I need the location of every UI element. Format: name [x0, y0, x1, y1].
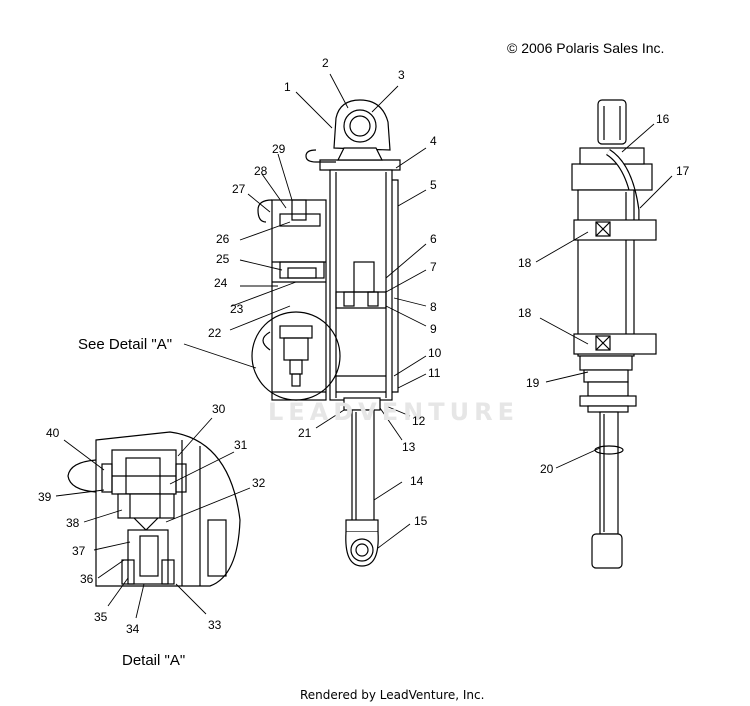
callout-31: 31: [234, 438, 248, 452]
callout-15: 15: [414, 514, 428, 528]
callout-13: 13: [402, 440, 416, 454]
see-detail-label: See Detail "A": [78, 336, 173, 353]
callout-9: 9: [430, 322, 437, 336]
detail-a-caption: Detail "A": [122, 652, 186, 669]
callout-18-bottom: 18: [518, 306, 532, 320]
callout-12: 12: [412, 414, 426, 428]
callout-24: 24: [214, 276, 228, 290]
main-shock-drawing: [251, 99, 401, 567]
callout-10: 10: [428, 346, 442, 360]
callout-18-top: 18: [518, 256, 532, 270]
callout-33: 33: [208, 618, 222, 632]
callout-34: 34: [126, 622, 140, 636]
callout-35: 35: [94, 610, 108, 624]
callout-27: 27: [232, 182, 246, 196]
callout-8: 8: [430, 300, 437, 314]
callout-32: 32: [252, 476, 266, 490]
callout-20: 20: [540, 462, 554, 476]
callout-21: 21: [298, 426, 312, 440]
watermark: LEADVENTURE: [268, 398, 519, 426]
callout-36: 36: [80, 572, 94, 586]
callout-5: 5: [430, 178, 437, 192]
leader-lines: [55, 73, 673, 619]
right-shock-drawing: [571, 99, 657, 569]
callout-37: 37: [72, 544, 86, 558]
callout-16: 16: [656, 112, 670, 126]
callout-6: 6: [430, 232, 437, 246]
callout-4: 4: [430, 134, 437, 148]
callout-1: 1: [284, 80, 291, 94]
callout-19: 19: [526, 376, 540, 390]
callout-30: 30: [212, 402, 226, 416]
callout-7: 7: [430, 260, 437, 274]
callout-17: 17: [676, 164, 690, 178]
callout-11: 11: [428, 366, 441, 380]
rendered-by-text: Rendered by LeadVenture, Inc.: [300, 688, 485, 702]
callout-29: 29: [272, 142, 286, 156]
callout-40: 40: [46, 426, 60, 440]
callout-25: 25: [216, 252, 230, 266]
callout-26: 26: [216, 232, 230, 246]
callout-22: 22: [208, 326, 222, 340]
detail-a-drawing: [67, 431, 241, 587]
callout-23: 23: [230, 302, 244, 316]
callout-2: 2: [322, 56, 329, 70]
callout-39: 39: [38, 490, 52, 504]
callout-38: 38: [66, 516, 80, 530]
callout-28: 28: [254, 164, 268, 178]
copyright-text: © 2006 Polaris Sales Inc.: [507, 40, 665, 56]
callout-3: 3: [398, 68, 405, 82]
callout-14: 14: [410, 474, 424, 488]
